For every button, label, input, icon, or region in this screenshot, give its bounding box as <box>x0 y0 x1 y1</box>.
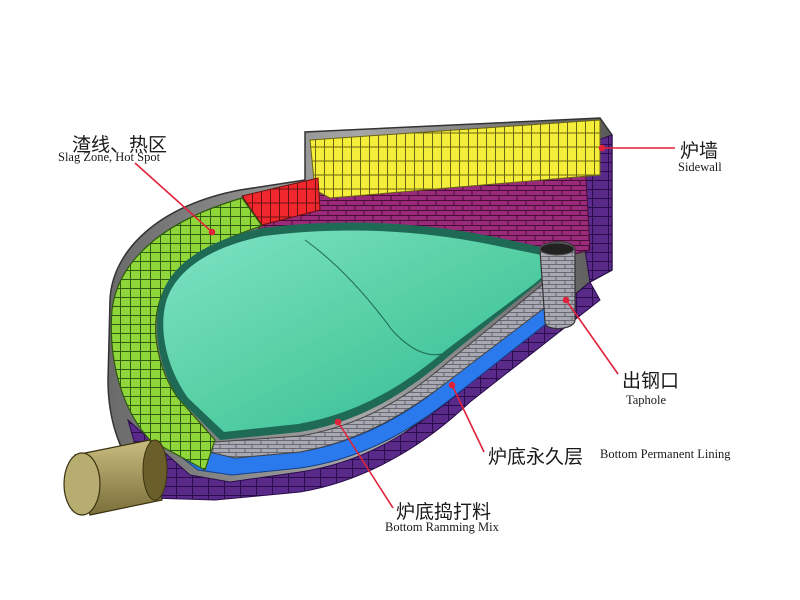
leader-slag-zone <box>134 162 213 233</box>
ramming-mix-label-zh: 炉底捣打料 <box>396 501 492 523</box>
sidewall-label-zh: 炉墙 <box>680 140 719 162</box>
leader-taphole <box>565 299 619 375</box>
taphole-label-en: Taphole <box>626 393 667 407</box>
leader-lines <box>134 144 675 509</box>
slag-zone-label-en: Slag Zone, Hot Spot <box>58 150 161 164</box>
leader-ramming <box>337 421 394 509</box>
permanent-lining-label-zh: 炉底永久层 <box>488 446 584 468</box>
taphole-column <box>539 241 576 330</box>
bath-crack-line <box>304 239 449 356</box>
slag-zone-label-zh: 渣线、热区 <box>72 134 168 156</box>
molten-bath <box>163 230 556 432</box>
taphole-label-zh: 出钢口 <box>622 370 680 392</box>
ramming-mix-label-en: Bottom Ramming Mix <box>385 520 499 534</box>
purple-base <box>127 281 601 501</box>
sidewall-label-en: Sidewall <box>678 160 722 174</box>
hotspot-red <box>241 177 321 226</box>
leader-permanent <box>451 384 485 453</box>
permanent-lining-label-en: Bottom Permanent Lining <box>600 447 731 461</box>
